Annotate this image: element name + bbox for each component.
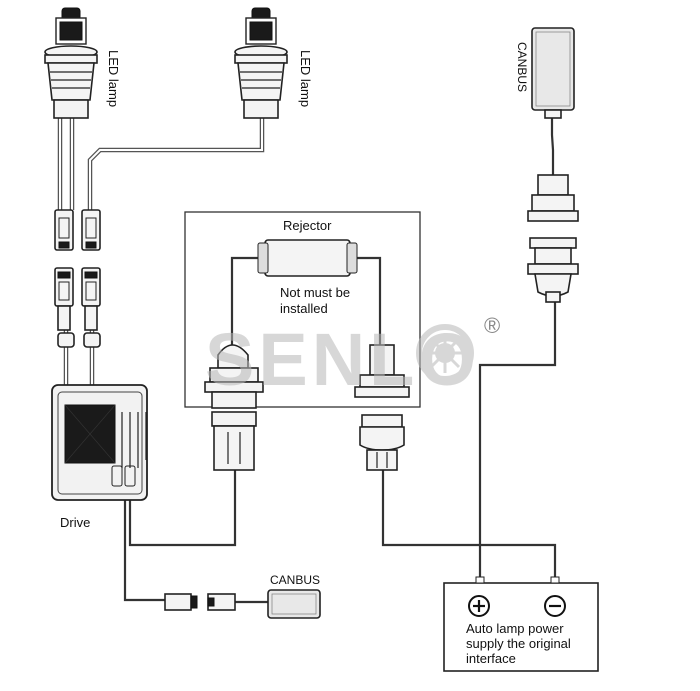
led-lamp-right-label: LED lamp [298, 50, 313, 107]
rejector-resistor [257, 239, 358, 277]
sun-icon [416, 324, 474, 382]
power-supply-line1: Auto lamp power [466, 621, 564, 636]
rejector-note-line1: Not must be [280, 285, 350, 300]
canbus-top-connector [527, 174, 579, 303]
power-supply-line3: interface [466, 651, 516, 666]
wires [57, 118, 557, 604]
socket-right [354, 344, 410, 471]
power-supply-line2: supply the original [466, 636, 571, 651]
minus-terminal-icon [544, 595, 566, 617]
lamp-connectors [54, 209, 101, 348]
rejector-enclosure [184, 211, 421, 408]
canbus-bottom-label: CANBUS [270, 573, 320, 587]
drive-label: Drive [60, 515, 90, 530]
plus-terminal-icon [468, 595, 490, 617]
canbus-bottom-connector [164, 593, 236, 611]
power-supply-box [443, 576, 599, 672]
canbus-top [531, 27, 575, 119]
senlo-watermark-logo: SENLO [205, 318, 476, 401]
rejector-label: Rejector [283, 218, 332, 233]
led-lamp-right [234, 7, 288, 119]
canbus-bottom [267, 589, 321, 619]
drive-module [51, 384, 148, 501]
led-lamp-left [44, 7, 98, 119]
led-lamp-left-label: LED lamp [106, 50, 121, 107]
socket-left [204, 344, 264, 471]
registered-mark: ® [484, 313, 500, 338]
canbus-top-label: CANBUS [515, 42, 529, 92]
rejector-note-line2: installed [280, 301, 328, 316]
